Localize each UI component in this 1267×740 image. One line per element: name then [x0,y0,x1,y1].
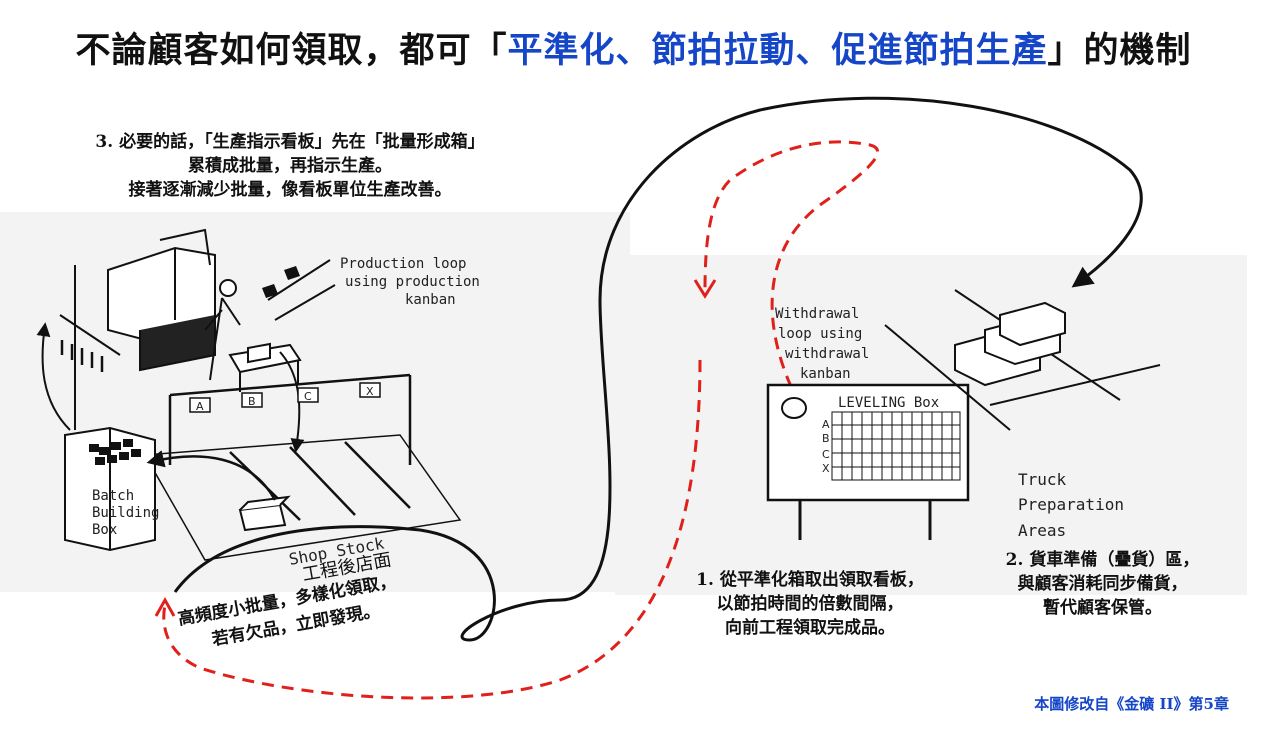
shop-stock-lanes: A B C X [196,385,374,413]
withdrawal-line-1: Withdrawal [775,306,859,322]
truck-areas-line-3: Areas [1018,521,1066,540]
stock-to-batch-arrow [146,450,277,501]
shop-stock-lane-a: A [196,400,204,413]
bench-to-stock-arrow [279,351,305,453]
leveling-row-c: C [822,448,830,461]
withdrawal-return-path [162,359,702,700]
truck-areas-label: Truck Preparation Areas [1018,470,1124,540]
title-suffix: 」的機制 [1047,30,1192,71]
step3-note: 3. 必要的話，「生產指示看板」先在「批量形成箱」 累積成批量，再指示生產。 接… [30,130,550,202]
withdrawal-flow-path [703,140,880,406]
stacked-goods [954,301,1066,387]
step3-line-2: 累積成批量，再指示生產。 [188,156,392,176]
withdrawal-line-3: withdrawal [785,346,869,362]
batch-box-line-1: Batch [92,488,134,504]
step2-line-3: 暫代顧客保管。 [1043,598,1162,618]
leveling-row-a: A [822,418,830,431]
diagram-title: 不論顧客如何領取，都可「平準化、節拍拉動、促進節拍生產」的機制 [0,22,1267,73]
production-loop-lines [267,259,336,321]
batch-to-post-arrow [36,322,71,431]
step2-line-2: 與顧客消耗同步備貨， [1017,574,1188,594]
production-loop-line-1: Production loop [340,256,466,272]
step2-line-1: 2. 貨車準備（疊貨）區， [1005,550,1200,570]
leveling-row-b: B [822,432,830,445]
shop-stock-lane-x: X [366,385,374,398]
batch-building-box [64,426,156,552]
step3-line-1: 3. 必要的話，「生產指示看板」先在「批量形成箱」 [95,132,485,152]
stock-container [238,495,291,532]
production-loop-line-2: using production [345,274,480,290]
step1-line-3: 向前工程領取完成品。 [725,618,895,638]
step1-line-2: 以節拍時間的倍數間隔， [716,594,904,614]
step1-note: 1. 從平準化箱取出領取看板， 以節拍時間的倍數間隔， 向前工程領取完成品。 [650,568,970,640]
operator [204,279,241,381]
production-loop-line-3: kanban [405,292,456,308]
withdrawal-loop-label: Withdrawal loop using withdrawal kanban [775,306,869,382]
step2-note: 2. 貨車準備（疊貨）區， 與顧客消耗同步備貨， 暫代顧客保管。 [975,548,1230,620]
shop-stock-lane-signs [189,382,381,413]
batch-box-line-2: Building [92,505,159,521]
title-highlight: 平準化、節拍拉動、促進節拍生產 [507,30,1048,71]
leveling-box: LEVELING Box A B C X [766,383,970,540]
leveling-box-title: LEVELING Box [838,395,939,411]
production-loop-label: Production loop using production kanban [340,256,480,308]
withdrawal-arrowhead-upper [693,279,717,299]
source-credit: 本圖修改自《金礦 II》第5章 [1034,695,1229,713]
step1-line-1: 1. 從平準化箱取出領取看板， [696,570,924,590]
withdrawal-line-2: loop using [778,326,862,342]
production-machine [59,228,216,430]
batch-box-label: Batch Building Box [92,488,159,538]
withdrawal-arrowhead-lower [154,596,176,617]
batch-box-line-3: Box [92,522,117,538]
workbench [228,342,302,392]
shop-stock-lane-c: C [304,390,312,403]
kanban-cards [262,266,300,298]
shop-stock-lane-b: B [248,395,256,408]
production-flow-path [173,96,1143,642]
production-kanban-posts [60,340,104,372]
title-prefix: 不論顧客如何領取，都可「 [75,30,508,71]
step3-line-3: 接著逐漸減少批量，像看板單位生產改善。 [128,180,452,200]
leveling-row-x: X [822,462,830,475]
truck-areas-line-1: Truck [1018,470,1067,489]
withdrawal-line-4: kanban [800,366,851,382]
truck-areas-line-2: Preparation [1018,495,1124,514]
